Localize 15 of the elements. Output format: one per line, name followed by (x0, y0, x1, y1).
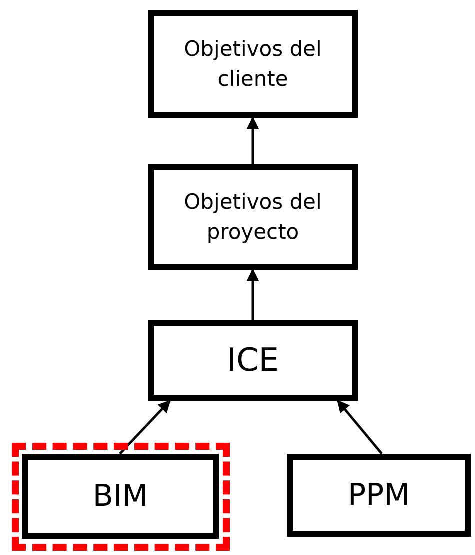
process-box (22, 454, 219, 539)
node-label: BIM (92, 478, 148, 516)
arrow (337, 400, 383, 455)
highlight-frame (12, 443, 230, 551)
node-label: PPM (348, 476, 410, 515)
arrow (119, 400, 171, 455)
process-box (148, 164, 358, 270)
node-label: Objetivos del proyecto (183, 188, 323, 246)
process-box (287, 454, 471, 537)
arrow (246, 116, 260, 164)
process-box (148, 10, 358, 118)
node-label: ICE (227, 340, 279, 382)
node-label: Objetivos del cliente (183, 36, 323, 93)
arrow (246, 268, 260, 320)
process-box (148, 320, 358, 401)
